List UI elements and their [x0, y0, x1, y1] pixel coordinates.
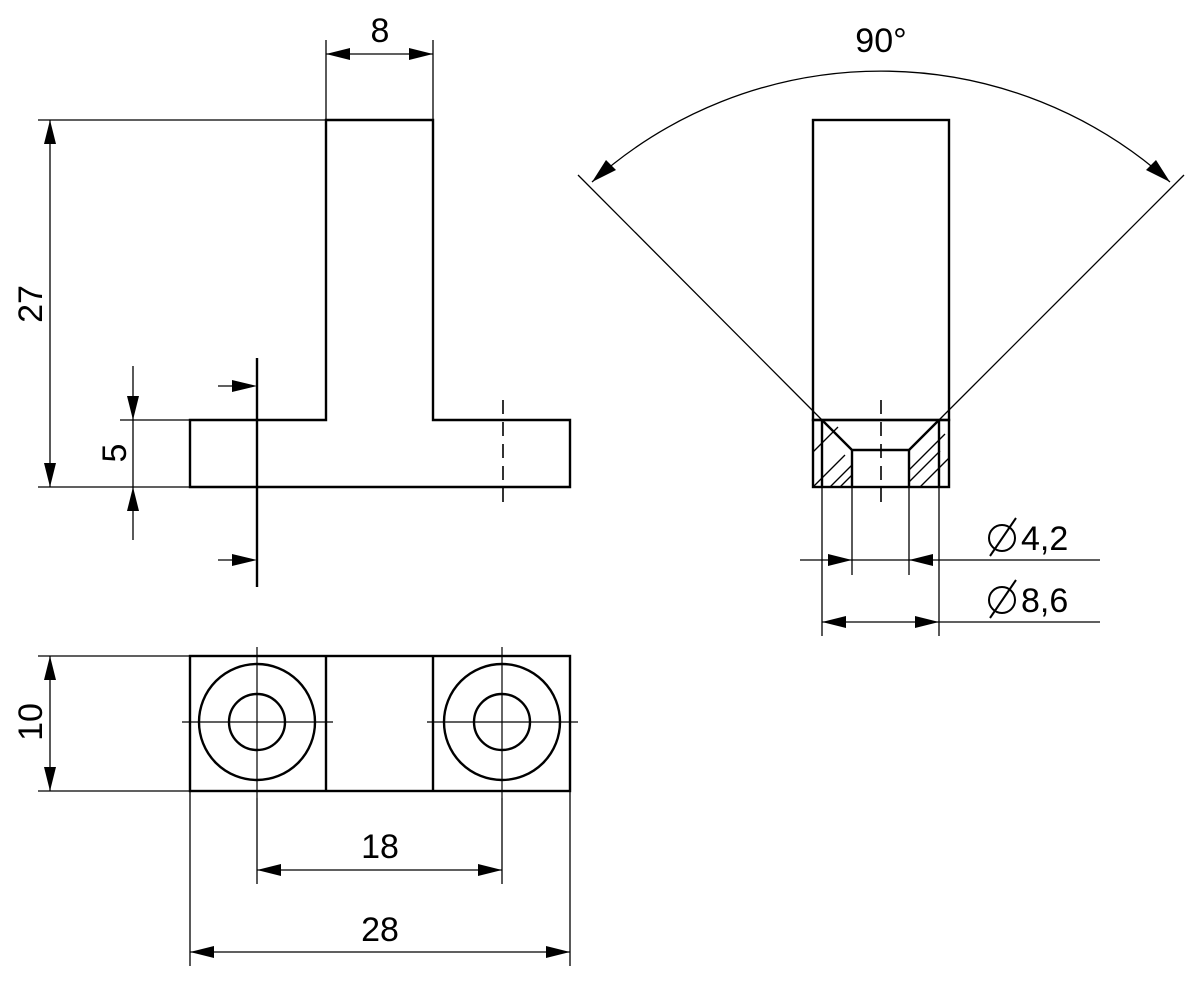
- dimension-top-width-label: 8: [371, 12, 390, 50]
- dimension-hole-spacing-label: 18: [361, 828, 399, 866]
- dimension-countersink-angle: 90°: [577, 22, 1185, 421]
- dimension-plan-depth-label: 10: [12, 703, 50, 741]
- dimension-total-height: 27: [12, 119, 326, 488]
- dimension-overall-length: 28: [189, 791, 571, 966]
- dimension-total-height-label: 27: [12, 285, 50, 323]
- dimension-overall-length-label: 28: [361, 911, 399, 949]
- section-arrow-top: [232, 380, 257, 392]
- dimension-top-width: 8: [325, 12, 434, 120]
- diameter-symbol-icon: [988, 579, 1017, 619]
- dimension-hole-diameter-label: 4,2: [1021, 520, 1068, 558]
- front-view-outline: [188, 118, 572, 489]
- top-view: [182, 647, 578, 798]
- diameter-symbol-icon: [988, 517, 1017, 557]
- dimension-base-thickness-label: 5: [96, 444, 134, 463]
- section-arrow-bottom: [232, 554, 257, 566]
- dimension-hole-diameter: 4,2: [800, 487, 1100, 575]
- section-view: 90° 4,2 8,6: [577, 22, 1185, 636]
- front-view: [188, 118, 572, 587]
- dimension-countersink-diameter: 8,6: [821, 487, 1100, 636]
- dimension-base-thickness: 5: [96, 366, 190, 540]
- section-base: [811, 418, 951, 489]
- dimension-countersink-angle-label: 90°: [855, 22, 906, 60]
- section-hatching-left: [812, 426, 853, 488]
- right-countersunk-hole: [427, 647, 578, 798]
- section-upright: [811, 118, 951, 422]
- dimension-hole-spacing: 18: [256, 798, 503, 884]
- left-countersunk-hole: [182, 647, 333, 798]
- dimension-countersink-diameter-label: 8,6: [1021, 582, 1068, 620]
- dimension-plan-depth: 10: [12, 655, 190, 792]
- section-hatching-right: [908, 433, 950, 488]
- top-view-outline: [188, 654, 572, 793]
